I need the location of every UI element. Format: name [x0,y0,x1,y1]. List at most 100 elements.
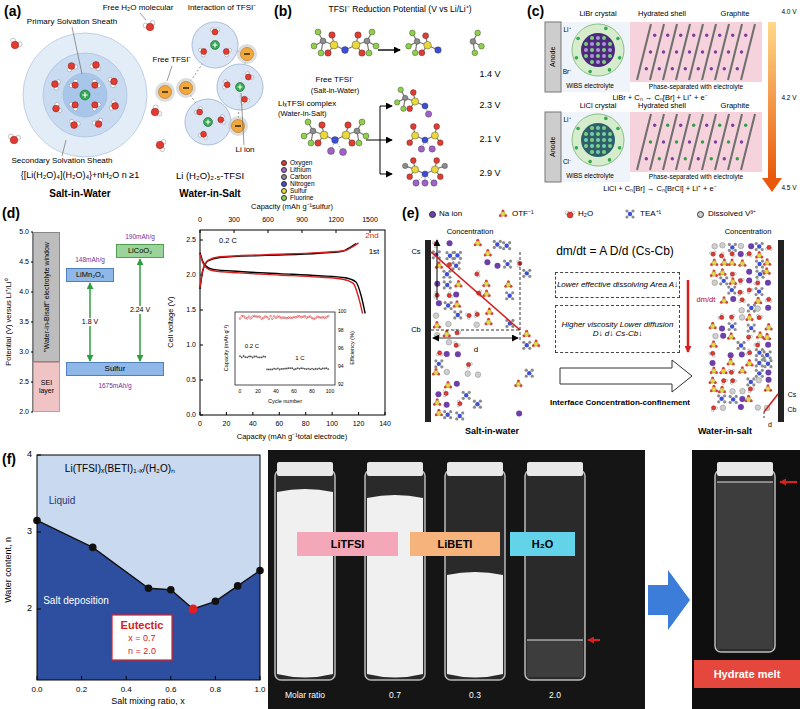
illustration-part [445,283,449,287]
illustration-part [275,317,277,319]
illustration-part [268,230,269,233]
illustration-part [584,48,588,52]
illustration-part [755,358,758,361]
illustration-part [407,106,413,112]
illustration-part [588,70,592,74]
illustration-part [712,369,717,374]
illustration-part [608,144,612,148]
illustration-part [701,50,704,53]
illustration-part [419,50,425,56]
legend-text: Fluorine [290,194,313,201]
electrolyte-window-bar: "Water-in-Bisalt" electrolyte window [33,232,60,362]
illustration-part [434,365,437,368]
text-label: Cb [788,406,797,414]
illustration-part [735,395,738,398]
illustration-part [616,37,620,41]
illustration-part [766,386,771,391]
illustration-part [270,368,272,370]
illustration-part [746,397,751,402]
illustration-part [511,319,514,322]
illustration-part [757,371,761,375]
illustration-part [760,287,763,290]
illustration-part [257,356,259,358]
illustration-part [192,22,238,68]
legend-text: Lithium [290,166,311,173]
illustration-part [305,412,306,415]
axis-tick: 0.2 [76,686,87,695]
illustration-part [730,324,734,328]
illustration-part [688,50,691,53]
illustration-part [92,102,98,108]
illustration-part [459,316,462,319]
illustration-part [434,158,440,164]
text-label: WiBS electrolyte [566,82,614,89]
illustration-part [511,291,514,294]
illustration-part [449,280,452,283]
illustration-part [755,248,758,251]
node-text: LiBETI [438,538,473,551]
text-label: 190mAh/g [125,233,155,240]
text-label: d [768,421,772,429]
illustration-part [305,119,311,125]
illustration-part [728,322,731,325]
illustration-part [763,356,766,359]
illustration-part [596,48,600,52]
illustration-part [630,112,762,172]
illustration-part [183,87,189,88]
illustration-part [304,315,306,317]
text-label: Secondary Solvation Sheath [12,157,113,166]
text-label: 2.3 V [479,101,500,111]
illustration-part [710,324,715,329]
illustration-part [486,320,491,325]
illustration-part [277,462,333,476]
illustration-part [590,150,594,154]
illustration-part [757,244,761,248]
illustration-part [531,369,534,372]
illustration-part [71,122,78,129]
illustration-part [740,368,745,373]
illustration-part [479,43,485,49]
illustration-part [527,462,583,476]
illustration-part [454,381,460,387]
illustration-part [596,54,600,58]
illustration-part [385,412,386,415]
illustration-part [755,354,758,357]
illustration-part [364,38,370,44]
illustration-part [243,355,245,357]
illustration-part [746,335,750,339]
illustration-part [560,360,692,392]
illustration-part [250,317,252,319]
illustration-part [176,78,196,98]
axis-tick: 94 [338,364,344,370]
text-label: (Salt-in-Water) [311,87,359,95]
illustration-part [581,123,615,157]
illustration-part [522,341,525,344]
illustration-part [608,54,612,58]
illustration-part [628,212,632,216]
legend-text: OTF⁻¹ [512,210,534,219]
illustration-part [736,341,739,344]
text-label: Concentration [447,228,494,236]
axis-tick: 2 [27,604,32,614]
illustration-part [730,261,735,266]
illustration-part [455,351,461,357]
illustration-part [729,315,733,319]
illustration-part [584,42,588,46]
illustration-part [146,23,154,31]
illustration-part [356,140,362,146]
axis-tick: 60 [291,389,297,395]
illustration-part [234,230,235,233]
illustration-part [508,247,511,250]
illustration-part [284,368,286,370]
illustration-part [273,368,275,370]
illustration-part [328,148,335,155]
illustration-part [453,257,456,260]
illustration-part [475,402,479,406]
axis-tick: 0 [198,216,202,224]
illustration-part [367,462,423,476]
axis-tick: 98 [338,328,344,334]
illustration-part [712,272,717,277]
illustration-part [436,300,442,306]
illustration-part [63,73,107,117]
illustration-part [434,359,437,362]
